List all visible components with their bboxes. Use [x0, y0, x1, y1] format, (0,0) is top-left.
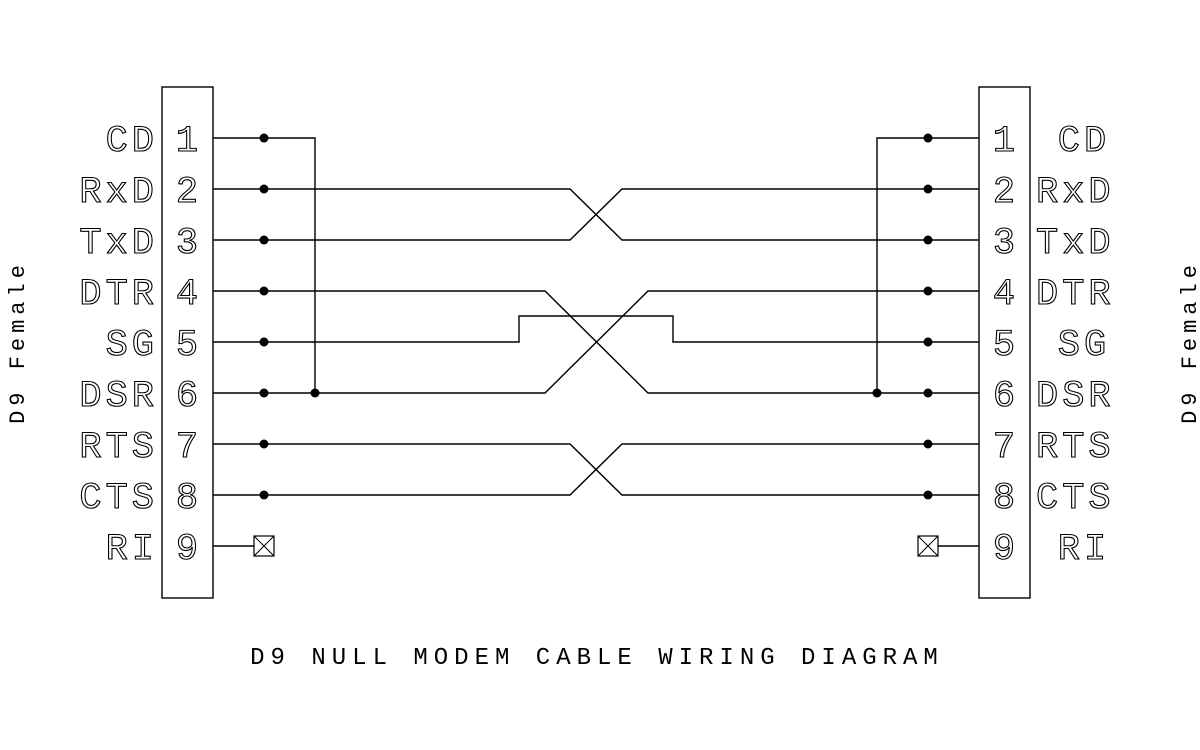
right-connector-type: D9 Female [1178, 260, 1200, 424]
wire-pin5-to-pin5 [213, 315, 979, 343]
left-signal-label: TxD [79, 223, 158, 265]
left-signal-label: CTS [79, 478, 158, 520]
junction-dot [310, 388, 320, 398]
junction-dot [872, 388, 882, 398]
junction-dot [923, 337, 933, 347]
left-signal-label: DSR [79, 376, 158, 418]
junction-dot [259, 439, 269, 449]
left-no-connect-icon [253, 535, 275, 557]
left-pin-number: 3 [176, 223, 198, 265]
right-pin-number: 8 [993, 478, 1015, 520]
left-pin-number: 2 [176, 172, 198, 214]
right-signal-label: DTR [1036, 274, 1115, 316]
left-signal-label: DTR [79, 274, 158, 316]
left-signal-label: SG [106, 325, 158, 367]
right-pin-number: 7 [993, 427, 1015, 469]
junction-dot [259, 337, 269, 347]
junction-dot [259, 388, 269, 398]
right-pin-number: 2 [993, 172, 1015, 214]
wire-pin8-to-pin7 [213, 443, 979, 496]
junction-dot [259, 490, 269, 500]
right-pin-number: 1 [993, 121, 1015, 163]
right-pin-number: 6 [993, 376, 1015, 418]
right-signal-label: RI [1058, 529, 1110, 571]
left-pin-number: 9 [176, 529, 198, 571]
right-signal-label: RxD [1036, 172, 1115, 214]
junction-dot [923, 133, 933, 143]
junction-dot [259, 133, 269, 143]
diagram-title: D9 NULL MODEM CABLE WIRING DIAGRAM [250, 645, 944, 672]
left-pin-number: 7 [176, 427, 198, 469]
no-connect-cross [917, 535, 939, 557]
left-pin-number: 6 [176, 376, 198, 418]
junction-dot [923, 235, 933, 245]
left-pin-number: 8 [176, 478, 198, 520]
wires [213, 133, 979, 557]
right-signal-label: DSR [1036, 376, 1115, 418]
junction-dot [259, 235, 269, 245]
right-pin-number: 5 [993, 325, 1015, 367]
left-pin-number: 5 [176, 325, 198, 367]
left-pin-number: 4 [176, 274, 198, 316]
right-no-connect-icon [917, 535, 939, 557]
junction-dot [923, 184, 933, 194]
left-signal-label: RI [106, 529, 158, 571]
left-jumper-wire [213, 137, 316, 393]
left-connector-type: D9 Female [6, 260, 31, 424]
wire-pin6-to-pin4 [213, 290, 979, 394]
junction-dot [923, 439, 933, 449]
right-signal-label: CD [1058, 121, 1110, 163]
right-jumper-wire [876, 137, 979, 393]
junction-dot [923, 490, 933, 500]
left-signal-label: RxD [79, 172, 158, 214]
junction-dot [923, 388, 933, 398]
right-pin-number: 9 [993, 529, 1015, 571]
junction-dot [259, 184, 269, 194]
left-pin-number: 1 [176, 121, 198, 163]
right-pin-number: 3 [993, 223, 1015, 265]
junction-dot [259, 286, 269, 296]
left-signal-label: RTS [79, 427, 158, 469]
wire-pin3-to-pin2 [213, 188, 979, 241]
right-pin-number: 4 [993, 274, 1015, 316]
right-signal-label: SG [1058, 325, 1110, 367]
right-signal-label: CTS [1036, 478, 1115, 520]
left-signal-label: CD [106, 121, 158, 163]
right-signal-label: TxD [1036, 223, 1115, 265]
junction-dot [923, 286, 933, 296]
right-signal-label: RTS [1036, 427, 1115, 469]
no-connect-cross [253, 535, 275, 557]
